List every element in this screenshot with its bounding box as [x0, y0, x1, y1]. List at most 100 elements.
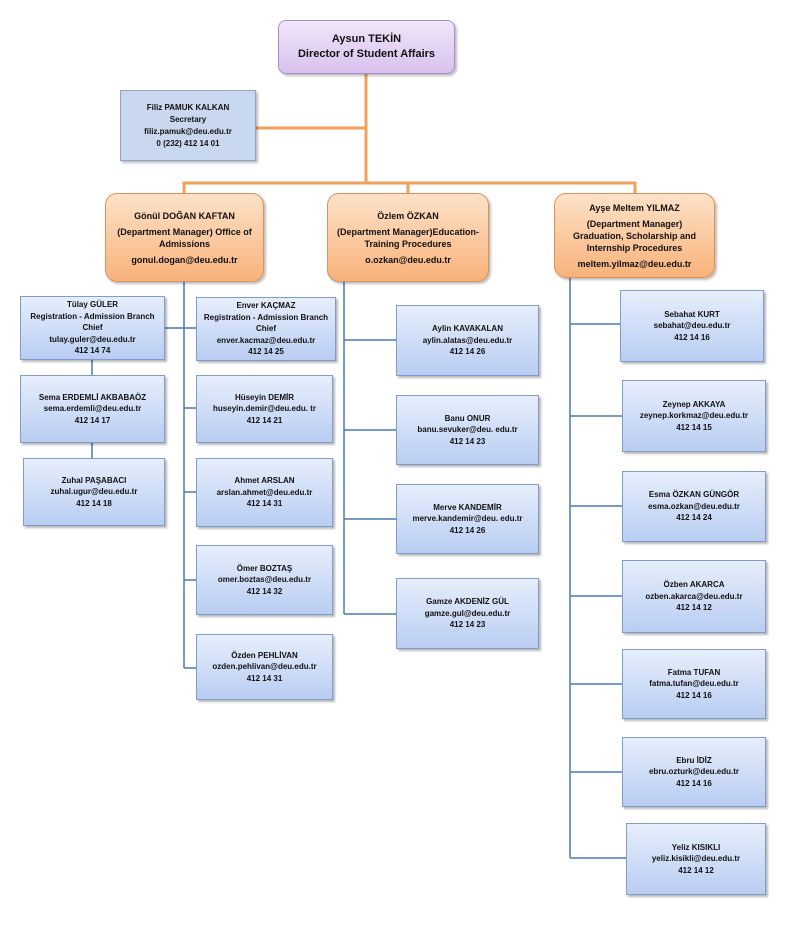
staff-phone: 412 14 17 — [74, 415, 111, 425]
staff-role: Registration - Admission Branch Chief — [203, 312, 329, 334]
staff-box: Hüseyin DEMİR huseyin.demir@deu.edu. tr … — [196, 375, 333, 443]
manager-box-graduation: Ayşe Meltem YILMAZ (Department Manager) … — [554, 193, 715, 278]
staff-phone: 412 14 32 — [246, 586, 283, 596]
staff-phone: 412 14 16 — [676, 778, 712, 788]
staff-name: Enver KAÇMAZ — [236, 301, 296, 311]
director-box: Aysun TEKİN Director of Student Affairs — [278, 20, 455, 74]
staff-role: Registration - Admission Branch Chief — [30, 311, 155, 333]
staff-box: Ebru İDİZ ebru.ozturk@deu.edu.tr 412 14 … — [622, 737, 766, 807]
staff-name: Banu ONUR — [444, 413, 491, 423]
staff-name: Hüseyin DEMİR — [234, 392, 295, 402]
staff-box: Esma ÖZKAN GÜNGÖR esma.ozkan@deu.edu.tr … — [622, 471, 766, 542]
staff-box: Banu ONUR banu.sevuker@deu. edu.tr 412 1… — [396, 395, 539, 465]
staff-phone: 412 14 18 — [76, 498, 112, 508]
staff-box: Ahmet ARSLAN arslan.ahmet@deu.edu.tr 412… — [196, 458, 333, 527]
staff-name: Tülay GÜLER — [66, 300, 119, 310]
staff-name: Gamze AKDENİZ GÜL — [426, 597, 509, 607]
staff-box: Merve KANDEMİR merve.kandemir@deu. edu.t… — [396, 484, 539, 554]
staff-name: Zuhal PAŞABACI — [61, 475, 127, 485]
secretary-box: Filiz PAMUK KALKAN Secretary filiz.pamuk… — [120, 90, 256, 161]
manager-role: (Department Manager)Education-Training P… — [336, 226, 479, 249]
staff-email: sebahat@deu.edu.tr — [653, 321, 731, 331]
staff-name: Sema ERDEMLİ AKBABAÖZ — [38, 392, 147, 402]
staff-email: merve.kandemir@deu. edu.tr — [412, 514, 523, 524]
manager-box-education: Özlem ÖZKAN (Department Manager)Educatio… — [327, 193, 489, 282]
staff-email: huseyin.demir@deu.edu. tr — [213, 404, 316, 414]
secretary-role: Secretary — [169, 114, 207, 124]
director-name: Aysun TEKİN — [331, 33, 402, 45]
manager-box-admissions: Gönül DOĞAN KAFTAN (Department Manager) … — [105, 193, 264, 282]
manager-name: Ayşe Meltem YILMAZ — [589, 202, 680, 213]
staff-email: zeynep.korkmaz@deu.edu.tr — [639, 411, 749, 421]
staff-email: sema.erdemli@deu.edu.tr — [43, 404, 142, 414]
staff-phone: 412 14 24 — [676, 513, 712, 523]
staff-email: ozben.akarca@deu.edu.tr — [645, 591, 743, 601]
main-connectors — [182, 72, 637, 195]
staff-name: Ömer BOZTAŞ — [236, 563, 293, 573]
manager-email: o.ozkan@deu.edu.tr — [365, 254, 451, 265]
staff-box: Sema ERDEMLİ AKBABAÖZ sema.erdemli@deu.e… — [20, 375, 165, 443]
secretary-name: Filiz PAMUK KALKAN — [146, 102, 230, 112]
staff-phone: 412 14 23 — [449, 436, 486, 446]
staff-phone: 412 14 74 — [74, 346, 111, 356]
staff-box: Enver KAÇMAZ Registration - Admission Br… — [196, 297, 336, 361]
staff-name: Esma ÖZKAN GÜNGÖR — [648, 490, 740, 500]
staff-phone: 412 14 16 — [674, 332, 710, 342]
staff-box: Özden PEHLİVAN ozden.pehlivan@deu.edu.tr… — [196, 634, 333, 700]
staff-name: Zeynep AKKAYA — [662, 399, 726, 409]
staff-phone: 412 14 15 — [676, 422, 712, 432]
staff-phone: 412 14 31 — [246, 673, 283, 683]
staff-box: Ömer BOZTAŞ omer.boztas@deu.edu.tr 412 1… — [196, 545, 333, 615]
staff-email: enver.kacmaz@deu.edu.tr — [216, 335, 316, 345]
staff-email: ebru.ozturk@deu.edu.tr — [648, 767, 740, 777]
staff-email: gamze.gul@deu.edu.tr — [424, 608, 511, 618]
staff-email: fatma.tufan@deu.edu.tr — [649, 679, 739, 689]
staff-name: Özden PEHLİVAN — [231, 650, 298, 660]
staff-box: Özben AKARCA ozben.akarca@deu.edu.tr 412… — [622, 560, 766, 633]
staff-phone: 412 14 31 — [246, 499, 283, 509]
director-title: Director of Student Affairs — [297, 48, 436, 60]
staff-name: Aylin KAVAKALAN — [432, 324, 503, 334]
staff-name: Fatma TUFAN — [667, 667, 721, 677]
staff-connectors — [91, 278, 626, 859]
staff-email: aylin.alatas@deu.edu.tr — [422, 335, 513, 345]
manager-role: Graduation, Scholarship and Internship P… — [572, 230, 697, 253]
staff-phone: 412 14 21 — [246, 415, 283, 425]
staff-box: Zeynep AKKAYA zeynep.korkmaz@deu.edu.tr … — [622, 380, 766, 452]
staff-box: Fatma TUFAN fatma.tufan@deu.edu.tr 412 1… — [622, 649, 766, 719]
staff-phone: 412 14 26 — [449, 525, 486, 535]
manager-name: Özlem ÖZKAN — [377, 210, 439, 221]
staff-email: arslan.ahmet@deu.edu.tr — [216, 487, 313, 497]
staff-box: Yeliz KISIKLI yeliz.kisikli@deu.edu.tr 4… — [626, 823, 766, 895]
staff-name: Sebahat KURT — [664, 309, 720, 319]
staff-box: Aylin KAVAKALAN aylin.alatas@deu.edu.tr … — [396, 305, 539, 376]
manager-name: Gönül DOĞAN KAFTAN — [134, 210, 235, 221]
staff-email: banu.sevuker@deu. edu.tr — [417, 425, 518, 435]
staff-name: Merve KANDEMİR — [433, 502, 502, 512]
staff-email: omer.boztas@deu.edu.tr — [217, 575, 312, 585]
staff-phone: 412 14 12 — [676, 603, 712, 613]
manager-role: (Department Manager) Office of Admission… — [117, 226, 252, 249]
staff-email: zuhal.ugur@deu.edu.tr — [50, 487, 138, 497]
staff-name: Özben AKARCA — [663, 580, 725, 590]
staff-phone: 412 14 16 — [676, 690, 712, 700]
staff-name: Yeliz KISIKLI — [671, 842, 721, 852]
staff-name: Ebru İDİZ — [676, 755, 712, 765]
staff-box: Tülay GÜLER Registration - Admission Bra… — [20, 296, 165, 360]
staff-box: Zuhal PAŞABACI zuhal.ugur@deu.edu.tr 412… — [23, 458, 165, 526]
staff-email: yeliz.kisikli@deu.edu.tr — [651, 854, 741, 864]
staff-box: Sebahat KURT sebahat@deu.edu.tr 412 14 1… — [620, 290, 764, 362]
staff-phone: 412 14 23 — [449, 620, 486, 630]
manager-role: (Department Manager) — [586, 218, 683, 229]
staff-name: Ahmet ARSLAN — [234, 476, 295, 486]
staff-phone: 412 14 26 — [449, 347, 486, 357]
staff-email: esma.ozkan@deu.edu.tr — [648, 501, 740, 511]
secretary-phone: 0 (232) 412 14 01 — [156, 138, 220, 148]
staff-phone: 412 14 12 — [678, 865, 714, 875]
staff-phone: 412 14 25 — [248, 347, 284, 357]
staff-box: Gamze AKDENİZ GÜL gamze.gul@deu.edu.tr 4… — [396, 578, 539, 649]
staff-email: tulay.guler@deu.edu.tr — [49, 334, 136, 344]
manager-email: gonul.dogan@deu.edu.tr — [131, 254, 238, 265]
manager-email: meltem.yilmaz@deu.edu.tr — [577, 258, 692, 269]
